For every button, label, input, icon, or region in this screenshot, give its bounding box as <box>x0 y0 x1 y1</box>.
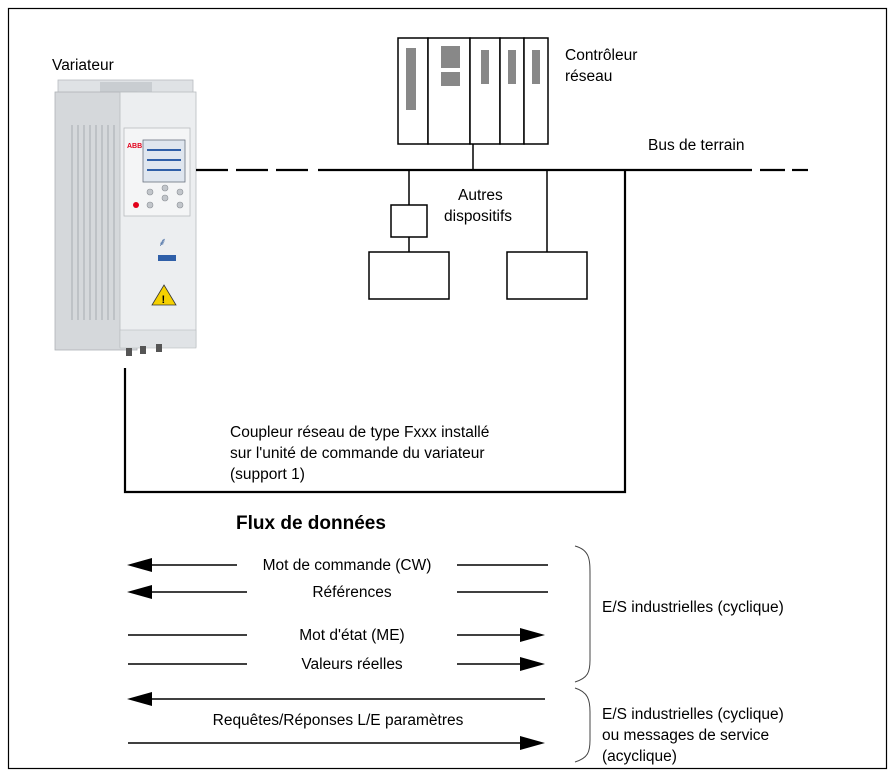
acyclic-group-label-3: (acyclique) <box>602 748 677 765</box>
acyclic-group-label-2: ou messages de service <box>602 727 769 744</box>
svg-text:Mot d'état (ME): Mot d'état (ME) <box>299 627 404 644</box>
adapter-label: Coupleur réseau de type Fxxx installé <box>230 424 489 441</box>
dataflow-row-status-word: Mot d'état (ME) <box>128 627 545 644</box>
dataflow-row-parameter-requests: Requêtes/Réponses L/E paramètres <box>127 692 545 750</box>
acyclic-brace <box>574 687 591 763</box>
dataflow-row-control-word: Mot de commande (CW) <box>127 557 548 574</box>
warning-icon <box>151 284 177 306</box>
svg-text:!: ! <box>162 294 166 306</box>
svg-text:Mot de commande (CW): Mot de commande (CW) <box>263 557 432 574</box>
drive-image: ABB ⸙ ! <box>54 79 197 356</box>
fieldbus-label: Bus de terrain <box>648 137 745 154</box>
network-controller <box>397 37 549 145</box>
acyclic-group-label: E/S industrielles (cyclique) <box>602 706 784 723</box>
controller-label: Contrôleur <box>565 47 637 64</box>
drive-label: Variateur <box>52 57 114 74</box>
other-devices-label: Autres <box>458 187 503 204</box>
svg-text:Requêtes/Réponses L/E paramètr: Requêtes/Réponses L/E paramètres <box>213 712 464 729</box>
svg-text:Références: Références <box>312 584 392 601</box>
svg-text:Valeurs réelles: Valeurs réelles <box>301 656 403 673</box>
other-devices <box>368 170 588 300</box>
other-devices-label-2: dispositifs <box>444 208 512 225</box>
cyclic-brace <box>574 545 591 683</box>
svg-text:⸙: ⸙ <box>158 235 167 249</box>
adapter-label-3: (support 1) <box>230 466 305 483</box>
adapter-connection <box>123 170 627 494</box>
cyclic-group-label: E/S industrielles (cyclique) <box>602 599 784 616</box>
diagram-frame <box>7 7 888 770</box>
dataflow-title: Flux de données <box>236 513 386 534</box>
controller-label-2: réseau <box>565 68 612 85</box>
dataflow-row-references: Références <box>127 584 548 601</box>
drive-brand-logo: ABB <box>127 143 142 150</box>
dataflow-row-actual-values: Valeurs réelles <box>128 656 545 673</box>
adapter-label-2: sur l'unité de commande du variateur <box>230 445 485 462</box>
